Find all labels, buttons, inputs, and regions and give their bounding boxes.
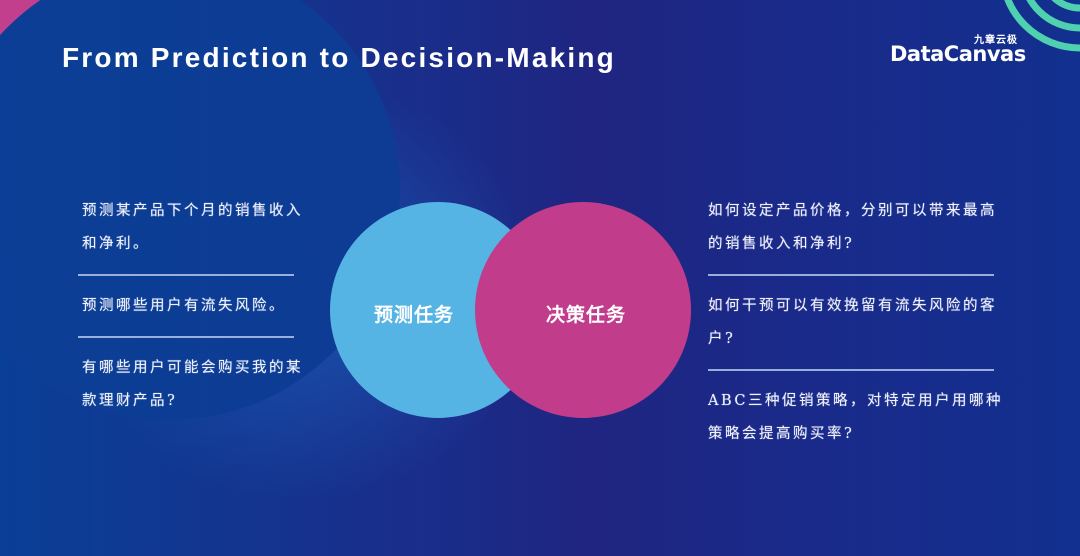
divider: [708, 369, 994, 371]
prediction-task-list: 预测某产品下个月的销售收入和净利。 预测哪些用户有流失风险。 有哪些用户可能会购…: [78, 195, 307, 418]
prediction-task-item: 预测哪些用户有流失风险。: [82, 298, 286, 314]
prediction-circle-label: 预测任务: [374, 304, 455, 326]
prediction-task-item: 有哪些用户可能会购买我的某款理财产品?: [82, 360, 303, 409]
prediction-task-item: 预测某产品下个月的销售收入和净利。: [82, 203, 303, 252]
divider: [78, 336, 294, 338]
divider: [78, 274, 294, 276]
decision-task-item: 如何设定产品价格，分别可以带来最高的销售收入和净利?: [708, 203, 997, 252]
decision-task-list: 如何设定产品价格，分别可以带来最高的销售收入和净利? 如何干预可以有效挽留有流失…: [708, 195, 1008, 451]
decision-circle-label: 决策任务: [546, 304, 627, 326]
decision-task-item: ABC三种促销策略，对特定用户用哪种策略会提高购买率?: [708, 393, 1003, 442]
background-curve: [0, 0, 400, 420]
logo-chinese-text: 九章云极: [974, 35, 1018, 46]
datacanvas-logo: 九章云极 DataCanvas: [890, 28, 1040, 78]
divider: [708, 274, 994, 276]
logo-english-text: DataCanvas: [890, 42, 1026, 66]
decision-circle: [475, 202, 691, 418]
slide-title: From Prediction to Decision-Making: [62, 42, 616, 73]
venn-diagram: 预测任务 决策任务: [330, 202, 691, 420]
decision-task-item: 如何干预可以有效挽留有流失风险的客户?: [708, 298, 997, 347]
